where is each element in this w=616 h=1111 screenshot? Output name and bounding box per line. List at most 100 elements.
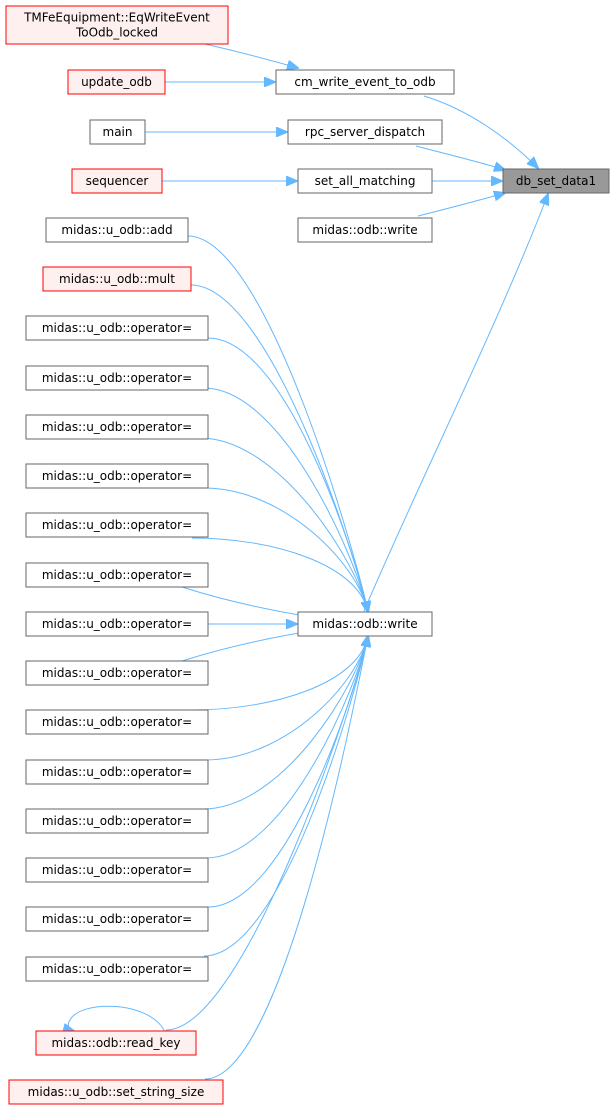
node-label: midas::u_odb::operator= <box>42 617 192 631</box>
node-box <box>25 759 209 785</box>
node-box <box>297 168 433 194</box>
node-add[interactable]: midas::u_odb::add <box>45 217 189 243</box>
node-op1[interactable]: midas::u_odb::operator= <box>25 315 209 341</box>
edge-op11-to-write-mid <box>202 636 368 810</box>
node-label: rpc_server_dispatch <box>305 125 425 139</box>
edge-op2-to-write-mid <box>203 387 368 612</box>
node-label: midas::u_odb::operator= <box>42 321 192 335</box>
node-update-odb[interactable]: update_odb <box>67 69 166 95</box>
node-label: db_set_data1 <box>516 174 596 188</box>
node-box <box>25 512 209 538</box>
node-box <box>71 168 163 194</box>
edge-op3-to-write-mid <box>199 437 368 612</box>
node-op13[interactable]: midas::u_odb::operator= <box>25 906 209 932</box>
node-box <box>25 660 209 686</box>
node-op8[interactable]: midas::u_odb::operator= <box>25 660 209 686</box>
node-box <box>25 857 209 883</box>
node-label: midas::u_odb::operator= <box>42 666 192 680</box>
nodes: TMFeEquipment::EqWriteEventToOdb_lockedu… <box>5 5 610 1105</box>
node-main[interactable]: main <box>89 119 146 145</box>
node-box <box>25 365 209 391</box>
node-label: update_odb <box>81 75 152 89</box>
edge-op4-to-write-mid <box>203 487 368 612</box>
node-box <box>42 266 192 292</box>
node-label: TMFeEquipment::EqWriteEvent <box>23 11 210 25</box>
edge-write-top-to-db-set <box>417 193 505 217</box>
node-label: cm_write_event_to_odb <box>294 75 435 89</box>
node-db-set[interactable]: db_set_data1 <box>502 168 610 194</box>
node-label: midas::u_odb::operator= <box>42 962 192 976</box>
node-label: ToOdb_locked <box>75 26 158 40</box>
node-op3[interactable]: midas::u_odb::operator= <box>25 414 209 440</box>
edge-set_str-to-write-mid <box>204 636 368 1080</box>
node-op2[interactable]: midas::u_odb::operator= <box>25 365 209 391</box>
node-box <box>25 709 209 735</box>
node-write-top[interactable]: midas::odb::write <box>297 217 433 243</box>
node-box <box>25 611 209 637</box>
node-op7[interactable]: midas::u_odb::operator= <box>25 611 209 637</box>
node-box <box>35 1030 197 1056</box>
node-op6[interactable]: midas::u_odb::operator= <box>25 562 209 588</box>
node-box <box>89 119 146 145</box>
edge-op14-to-write-mid <box>203 636 368 957</box>
edge-read-key-self-loop <box>68 1005 166 1032</box>
edge-write-mid-to-db-set <box>363 194 548 612</box>
node-op10[interactable]: midas::u_odb::operator= <box>25 759 209 785</box>
node-box <box>297 217 433 243</box>
node-label: midas::u_odb::operator= <box>42 912 192 926</box>
node-label: midas::u_odb::operator= <box>42 371 192 385</box>
node-op12[interactable]: midas::u_odb::operator= <box>25 857 209 883</box>
node-box <box>45 217 189 243</box>
node-box <box>25 956 209 982</box>
node-box <box>297 611 433 637</box>
node-op14[interactable]: midas::u_odb::operator= <box>25 956 209 982</box>
node-label: midas::u_odb::operator= <box>42 420 192 434</box>
node-box <box>25 808 209 834</box>
node-label: midas::u_odb::operator= <box>42 814 192 828</box>
node-label: main <box>103 125 133 139</box>
node-write-mid[interactable]: midas::odb::write <box>297 611 433 637</box>
node-box <box>8 1079 224 1105</box>
edge-read_key-to-write-mid <box>165 636 368 1031</box>
node-box <box>5 5 229 45</box>
node-label: set_all_matching <box>315 174 416 188</box>
node-box <box>67 69 166 95</box>
node-mult[interactable]: midas::u_odb::mult <box>42 266 192 292</box>
node-box <box>25 315 209 341</box>
node-read-key[interactable]: midas::odb::read_key <box>35 1030 197 1056</box>
node-cm-write[interactable]: cm_write_event_to_odb <box>275 69 455 95</box>
edge-op10-to-write-mid <box>204 636 368 761</box>
node-label: midas::u_odb::operator= <box>42 715 192 729</box>
node-box <box>25 906 209 932</box>
node-label: midas::u_odb::operator= <box>42 469 192 483</box>
node-box <box>287 119 443 145</box>
node-label: midas::u_odb::operator= <box>42 568 192 582</box>
edge-mult-to-write-mid <box>190 284 368 612</box>
node-label: midas::odb::read_key <box>51 1036 180 1050</box>
edges <box>68 43 548 1080</box>
node-label: midas::odb::write <box>312 223 417 237</box>
edge-op9-to-write-mid <box>191 636 368 711</box>
edge-op5-to-write-mid <box>191 537 368 612</box>
node-op5[interactable]: midas::u_odb::operator= <box>25 512 209 538</box>
node-op11[interactable]: midas::u_odb::operator= <box>25 808 209 834</box>
edge-op12-to-write-mid <box>205 636 368 859</box>
node-op4[interactable]: midas::u_odb::operator= <box>25 463 209 489</box>
edge-op13-to-write-mid <box>207 636 368 908</box>
node-set-str[interactable]: midas::u_odb::set_string_size <box>8 1079 224 1105</box>
node-rpc[interactable]: rpc_server_dispatch <box>287 119 443 145</box>
node-label: midas::odb::write <box>312 617 417 631</box>
node-sequencer[interactable]: sequencer <box>71 168 163 194</box>
edge-op1-to-write-mid <box>207 337 368 612</box>
node-set-all[interactable]: set_all_matching <box>297 168 433 194</box>
node-label: midas::u_odb::add <box>61 223 172 237</box>
node-label: midas::u_odb::set_string_size <box>28 1085 205 1099</box>
node-label: midas::u_odb::mult <box>59 272 175 286</box>
edge-tmfe-to-cm-write <box>204 43 298 68</box>
node-label: midas::u_odb::operator= <box>42 518 192 532</box>
node-op9[interactable]: midas::u_odb::operator= <box>25 709 209 735</box>
node-box <box>275 69 455 95</box>
edge-rpc-to-db-set <box>415 145 505 170</box>
